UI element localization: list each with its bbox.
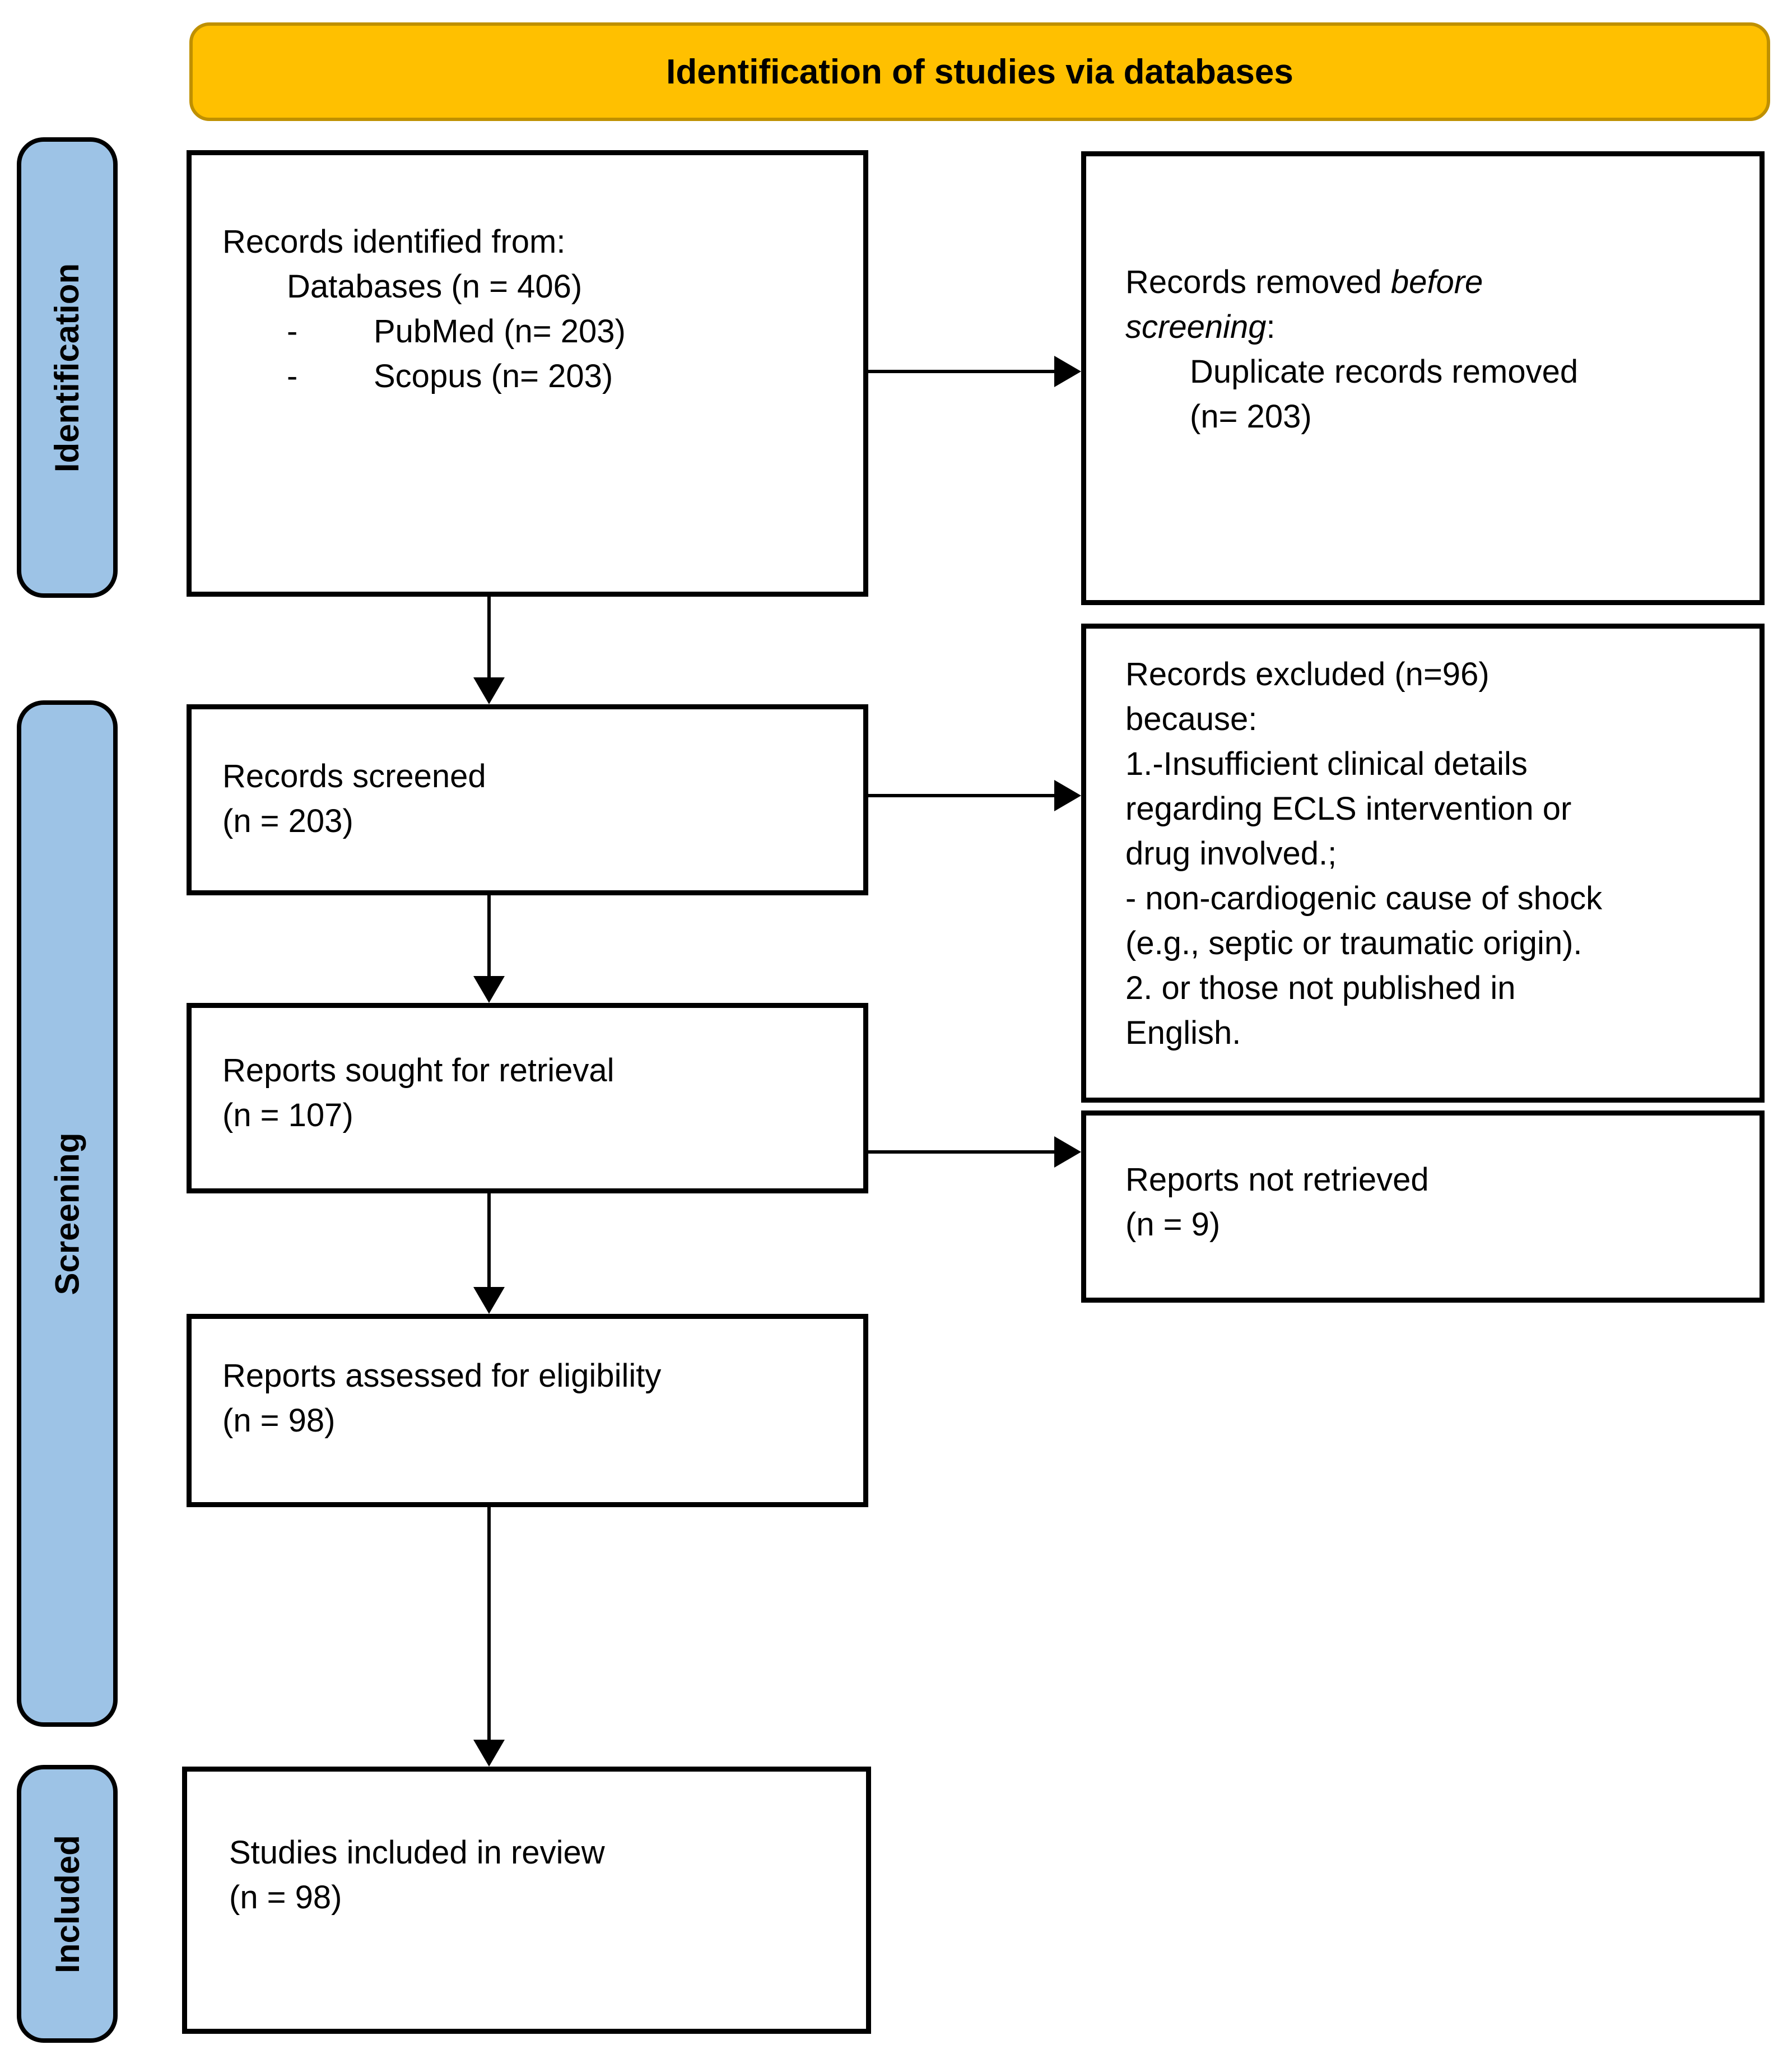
- banner-label: Identification of studies via databases: [666, 52, 1293, 91]
- records-excluded-line: drug involved.;: [1125, 835, 1337, 872]
- records-identified-line2: Databases (n = 406): [287, 268, 583, 305]
- arrow-line: [868, 794, 1056, 797]
- reports-assessed-line2: (n = 98): [222, 1402, 336, 1439]
- records-removed-box: Records removed before screening: Duplic…: [1081, 151, 1765, 605]
- arrow-line: [487, 1507, 491, 1742]
- records-excluded-line: - non-cardiogenic cause of shock: [1125, 880, 1603, 917]
- arrow-down-icon: [473, 1287, 505, 1314]
- records-excluded-box: Records excluded (n=96) because: 1.-Insu…: [1081, 624, 1765, 1103]
- records-removed-line2-regular: :: [1266, 309, 1276, 345]
- reports-sought-line1: Reports sought for retrieval: [222, 1052, 615, 1089]
- records-excluded-line: (e.g., septic or traumatic origin).: [1125, 925, 1582, 961]
- studies-included-line1: Studies included in review: [229, 1834, 605, 1871]
- records-excluded-line: Records excluded (n=96): [1125, 656, 1490, 693]
- stage-included: Included: [17, 1765, 118, 2043]
- arrow-line: [868, 1150, 1056, 1154]
- records-screened-box: Records screened (n = 203): [187, 704, 868, 895]
- stage-included-label: Included: [48, 1834, 86, 1973]
- arrow-line: [487, 1193, 491, 1290]
- arrow-down-icon: [473, 976, 505, 1003]
- records-removed-line1-regular: Records removed: [1125, 264, 1391, 300]
- records-identified-box: Records identified from: Databases (n = …: [187, 150, 868, 597]
- records-excluded-line: regarding ECLS intervention or: [1125, 791, 1572, 827]
- records-removed-line3: Duplicate records removed: [1190, 354, 1579, 390]
- records-excluded-line: because:: [1125, 701, 1258, 737]
- arrow-down-icon: [473, 677, 505, 704]
- reports-sought-line2: (n = 107): [222, 1097, 353, 1133]
- records-excluded-line: 1.-Insufficient clinical details: [1125, 746, 1528, 782]
- reports-sought-box: Reports sought for retrieval (n = 107): [187, 1003, 868, 1193]
- records-removed-line1-italic: before: [1390, 264, 1483, 300]
- stage-screening-label: Screening: [48, 1132, 86, 1295]
- arrow-right-icon: [1054, 780, 1081, 811]
- records-removed-line1: Records removed before: [1125, 260, 1748, 305]
- reports-not-retrieved-line2: (n = 9): [1125, 1206, 1221, 1243]
- bullet-dash: -: [287, 313, 298, 350]
- records-removed-line4: (n= 203): [1190, 398, 1312, 435]
- records-screened-line1: Records screened: [222, 758, 486, 794]
- studies-included-line2: (n = 98): [229, 1879, 342, 1916]
- records-screened-line2: (n = 203): [222, 803, 353, 839]
- arrow-down-icon: [473, 1740, 505, 1767]
- reports-assessed-line1: Reports assessed for eligibility: [222, 1358, 662, 1394]
- records-identified-bullet-scopus: - Scopus (n= 203): [287, 354, 852, 399]
- records-identified-bullet-pubmed: - PubMed (n= 203): [287, 309, 852, 354]
- reports-assessed-box: Reports assessed for eligibility (n = 98…: [187, 1314, 868, 1507]
- arrow-line: [487, 597, 491, 680]
- bullet-dash: -: [287, 358, 298, 394]
- flow-banner: Identification of studies via databases: [189, 22, 1770, 121]
- arrow-right-icon: [1054, 356, 1081, 387]
- arrow-line: [487, 895, 491, 978]
- stage-screening: Screening: [17, 700, 118, 1727]
- records-removed-line2-italic: screening: [1125, 309, 1267, 345]
- records-excluded-line: 2. or those not published in: [1125, 970, 1516, 1006]
- reports-not-retrieved-box: Reports not retrieved (n = 9): [1081, 1110, 1765, 1303]
- records-excluded-line: English.: [1125, 1015, 1241, 1051]
- arrow-right-icon: [1054, 1136, 1081, 1168]
- bullet-label: PubMed (n= 203): [374, 313, 626, 350]
- reports-not-retrieved-line1: Reports not retrieved: [1125, 1161, 1429, 1198]
- stage-identification: Identification: [17, 137, 118, 598]
- studies-included-box: Studies included in review (n = 98): [182, 1767, 871, 2034]
- stage-identification-label: Identification: [48, 263, 86, 472]
- records-identified-line1: Records identified from:: [222, 224, 566, 260]
- records-removed-line2: screening:: [1125, 305, 1748, 350]
- bullet-label: Scopus (n= 203): [374, 358, 613, 394]
- arrow-line: [868, 370, 1056, 373]
